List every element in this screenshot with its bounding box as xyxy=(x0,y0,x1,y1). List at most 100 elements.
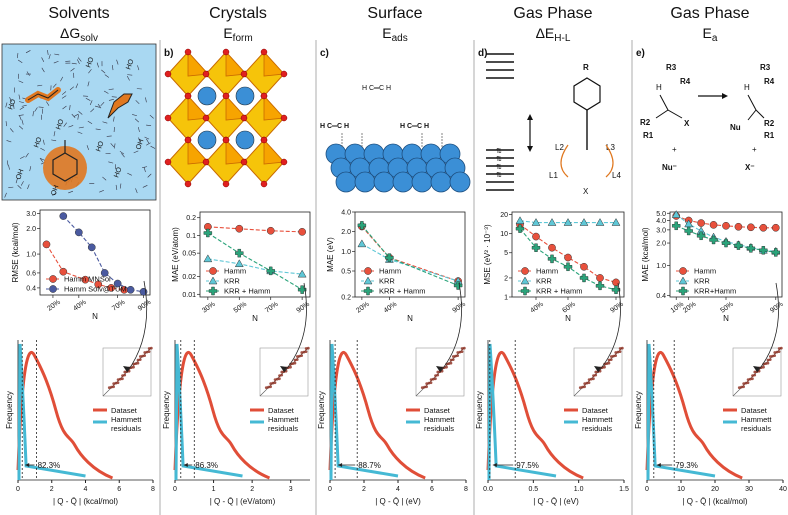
y-axis-label: Frequency xyxy=(475,391,484,429)
parity-point xyxy=(304,347,308,350)
data-point xyxy=(49,275,57,283)
data-point xyxy=(59,267,68,276)
y-tick-label: 4.0 xyxy=(656,218,666,225)
solvent-molecule xyxy=(34,107,38,112)
solvent-molecule xyxy=(53,60,59,64)
percent-label: 97.5% xyxy=(516,461,539,470)
solvent-molecule xyxy=(137,127,140,133)
solvent-molecule xyxy=(46,101,50,106)
data-point xyxy=(298,228,306,236)
parity-point xyxy=(427,381,431,385)
parity-point xyxy=(773,351,777,354)
x-axis-label: | Q - Q̄ | (kcal/mol) xyxy=(53,497,118,506)
solvent-molecule xyxy=(115,184,118,190)
parity-point xyxy=(447,362,451,366)
data-point xyxy=(547,254,557,264)
legend-residuals: Hammett xyxy=(424,415,455,424)
solvent-molecule xyxy=(15,178,18,184)
inset-connector xyxy=(439,282,462,373)
y-tick-label: 1 xyxy=(504,295,508,302)
data-point xyxy=(42,240,51,249)
aryl-ring xyxy=(573,77,601,111)
solvent-molecule xyxy=(71,113,76,119)
oxygen-atom xyxy=(260,180,268,188)
x-tick-label: 70% xyxy=(111,299,126,313)
solvent-molecule xyxy=(17,53,19,59)
solvent-label: OH xyxy=(15,168,25,180)
solvent-molecule xyxy=(27,184,30,190)
parity-point xyxy=(750,377,754,381)
crystal-illustration xyxy=(164,48,288,188)
data-point xyxy=(722,221,730,230)
percent-arrow-head xyxy=(656,463,661,467)
solvent-label: HO xyxy=(85,56,95,69)
data-point xyxy=(520,276,530,285)
solvent-molecule xyxy=(144,136,150,140)
parity-point xyxy=(273,381,277,385)
x-tick-label: 3 xyxy=(289,486,293,493)
solvent-molecule xyxy=(135,100,140,105)
solvent-molecule xyxy=(116,59,119,65)
oxygen-atom xyxy=(164,158,172,166)
x-tick-label: 1 xyxy=(212,486,216,493)
solvent-molecule xyxy=(149,114,154,119)
parity-point xyxy=(744,381,748,385)
parity-point xyxy=(269,385,272,389)
solvent-molecule xyxy=(61,91,67,95)
parity-point xyxy=(436,370,440,374)
data-point xyxy=(734,222,743,231)
data-point xyxy=(595,281,605,291)
parity-point xyxy=(766,358,770,362)
data-point xyxy=(563,218,573,226)
solvent-molecule xyxy=(132,114,138,117)
solvent-molecule xyxy=(54,53,60,56)
reaction-arrow-head xyxy=(722,93,728,99)
x-tick-label: 4 xyxy=(84,486,88,493)
octahedron-face xyxy=(187,50,209,77)
parity-point xyxy=(618,350,622,354)
solvent-molecule xyxy=(138,137,141,143)
parity-point xyxy=(300,351,304,354)
legend-residuals: Hammett xyxy=(582,415,613,424)
substituent-R1: R1 xyxy=(643,131,654,140)
y-tick-label: 3.0 xyxy=(656,227,666,234)
solvent-molecule xyxy=(63,122,67,127)
ligand-L1: L1 xyxy=(549,171,558,180)
substituent-R: R xyxy=(583,63,589,72)
solute-chain-bonds xyxy=(27,89,59,101)
series-line xyxy=(207,226,303,233)
data-point xyxy=(579,273,589,283)
y-tick-label: 1.0 xyxy=(26,252,36,259)
parity-point xyxy=(605,362,609,366)
series-line xyxy=(361,243,459,282)
x-axis-label: N xyxy=(407,314,413,323)
solvent-molecule xyxy=(106,135,112,137)
solvent-molecule xyxy=(88,69,92,74)
dataset-curve xyxy=(16,350,114,480)
y-tick-label: 1.0 xyxy=(341,249,351,256)
solvent-molecule xyxy=(100,101,105,107)
inset-connector-head xyxy=(280,366,287,372)
parity-point xyxy=(120,377,124,381)
data-point xyxy=(684,226,693,236)
oxygen-atom xyxy=(202,114,210,122)
percent-arrow-head xyxy=(492,463,497,467)
x-tick-label: 40% xyxy=(529,301,544,315)
residuals-curve xyxy=(329,343,399,481)
inset-connector xyxy=(597,282,621,373)
solvent-molecule xyxy=(99,190,105,193)
surface-atom xyxy=(335,171,357,193)
solvent-molecule xyxy=(41,57,45,63)
panel-label: e) xyxy=(636,48,645,59)
parity-point xyxy=(143,354,147,358)
benzene-ring xyxy=(52,152,78,182)
surface-atom xyxy=(392,171,414,193)
plot-frame xyxy=(354,211,466,298)
solvent-molecule xyxy=(52,192,57,196)
x-tick-label: 1.0 xyxy=(574,486,584,493)
solvent-molecule xyxy=(108,161,114,164)
dataset-curve xyxy=(173,350,271,480)
substituent-R1: R1 xyxy=(764,131,775,140)
data-point xyxy=(671,210,681,218)
